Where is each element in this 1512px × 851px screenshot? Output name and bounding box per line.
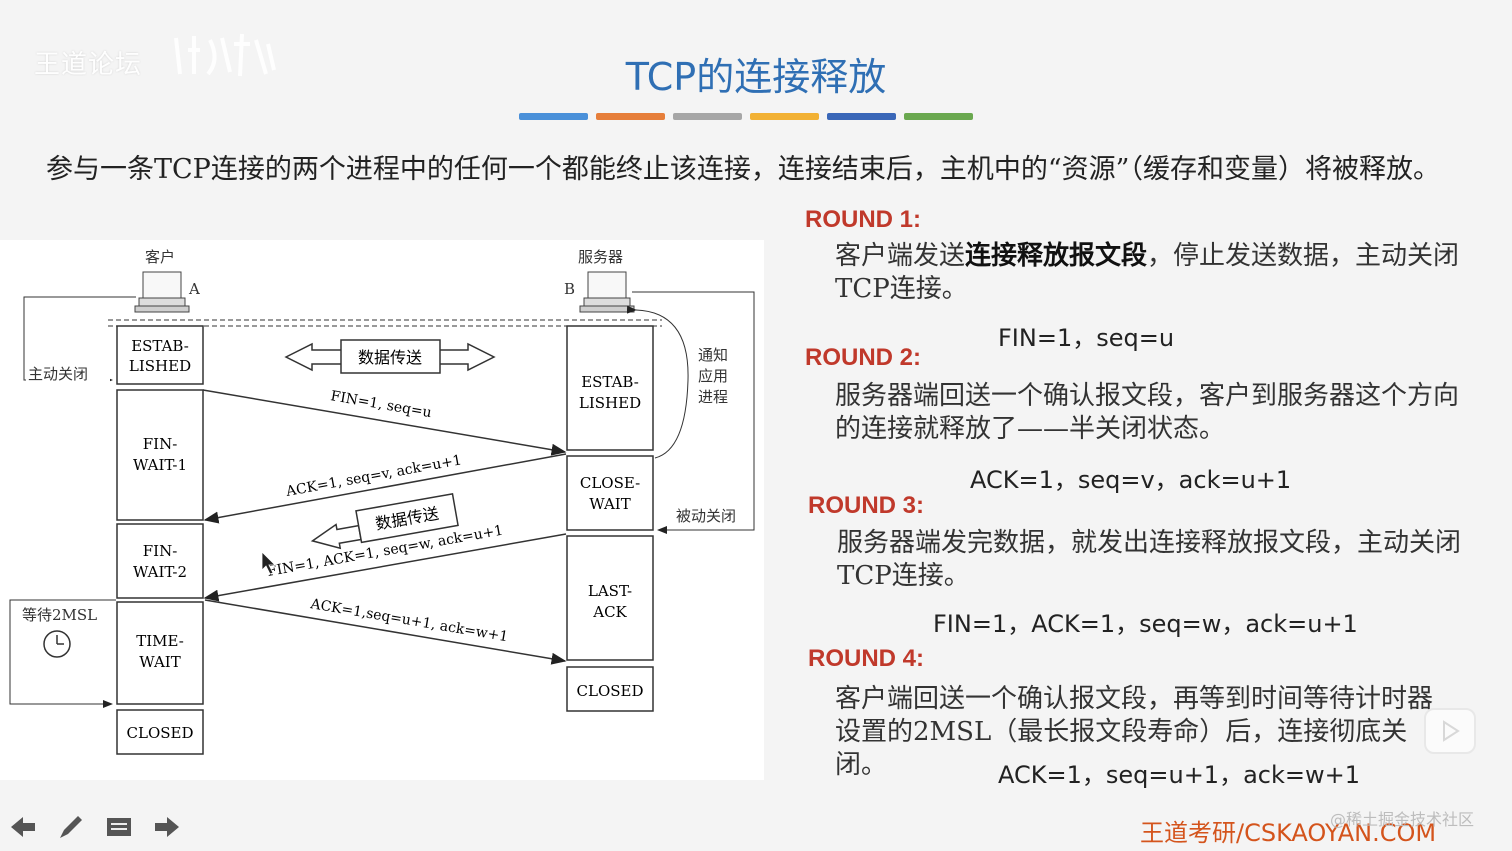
round-2-heading: ROUND 2:	[805, 344, 922, 371]
juejin-watermark: @稀土掘金技术社区	[1330, 810, 1475, 829]
client-state-time-wait-2: WAIT	[139, 653, 180, 671]
prev-slide-button[interactable]	[8, 812, 38, 842]
active-close-label: 主动关闭	[28, 365, 88, 383]
title-color-bar-2	[673, 113, 742, 120]
title-color-bar-1	[596, 113, 665, 120]
slide-navigation	[8, 812, 182, 842]
data-transfer-label: 数据传送	[358, 348, 422, 367]
pen-icon	[60, 816, 82, 838]
msg-fin-ack-arrow	[203, 533, 567, 602]
round-4-text: 客户端回送一个确认报文段，再等到时间等待计时器设置的2MSL（最长报文段寿命）后…	[835, 684, 1434, 780]
watermark-logo: 王道论坛	[34, 50, 143, 80]
clock-icon	[43, 630, 71, 658]
arrow-left-icon	[11, 817, 35, 837]
half-close-data-transfer-arrow: 数据传送	[310, 493, 459, 550]
footer-brand: 王道考研/CSKAOYAN.COM	[1140, 819, 1437, 847]
client-state-time-wait: TIME-	[136, 632, 184, 650]
title-color-bar-4	[827, 113, 896, 120]
client-state-fin-wait-1-2: WAIT-1	[133, 456, 187, 474]
server-state-established: ESTAB-	[581, 373, 639, 391]
notify-app-label-2: 应用	[698, 367, 728, 385]
round-1-text-bold: 连接释放报文段	[965, 241, 1148, 271]
wait-2msl-label: 等待2MSL	[22, 606, 97, 624]
round-1-text-before: 客户端发送	[835, 241, 966, 271]
msg-ack-label: ACK=1, seq=v, ack=u+1	[284, 452, 463, 500]
mouse-cursor-icon	[261, 551, 276, 575]
server-state-closed: CLOSED	[577, 682, 644, 700]
msg-final-ack-arrow	[204, 599, 567, 665]
msg-ack-arrow	[203, 453, 567, 524]
client-state-established: ESTAB-	[131, 337, 189, 355]
client-computer-icon	[134, 271, 190, 313]
title-color-bar-0	[519, 113, 588, 120]
title-color-bar-3	[750, 113, 819, 120]
intro-paragraph: 参与一条TCP连接的两个进程中的任何一个都能终止该连接，连接结束后，主机中的“资…	[46, 154, 1440, 185]
play-icon[interactable]	[1424, 708, 1476, 754]
data-transfer-double-arrow	[284, 339, 496, 374]
client-letter: A	[188, 280, 200, 298]
client-state-established-2: LISHED	[129, 357, 191, 375]
server-state-last-ack-2: ACK	[592, 603, 627, 621]
server-state-last-ack: LAST-	[588, 582, 632, 600]
round-1-heading: ROUND 1:	[805, 206, 922, 233]
title-color-bars	[519, 113, 973, 120]
server-state-close-wait-2: WAIT	[589, 495, 630, 513]
notify-app-label-1: 通知	[698, 346, 728, 364]
slide-title: TCP的连接释放	[625, 55, 887, 99]
round-3-text: 服务器端发完数据，就发出连接释放报文段，主动关闭TCP连接。	[837, 528, 1462, 591]
client-state-closed: CLOSED	[127, 724, 194, 742]
msg-fin-label: FIN=1, seq=u	[329, 388, 432, 421]
server-computer-icon	[579, 271, 635, 313]
tcp-release-diagram: 客户 服务器 A B 主动关闭 等待2MSL ESTAB- LISHED FIN…	[0, 240, 764, 780]
server-letter: B	[564, 280, 575, 298]
notify-app-label-3: 进程	[698, 388, 728, 406]
client-state-fin-wait-2: FIN-	[143, 542, 178, 560]
client-state-fin-wait-2-2: WAIT-2	[133, 563, 187, 581]
round-1-formula: FIN=1，seq=u	[998, 324, 1175, 352]
round-2-text: 服务器端回送一个确认报文段，客户到服务器这个方向的连接就释放了——半关闭状态。	[835, 381, 1460, 444]
title-color-bar-5	[904, 113, 973, 120]
round-1-text: 客户端发送连接释放报文段，停止发送数据，主动关闭TCP连接。	[835, 240, 1475, 306]
pen-tool-button[interactable]	[56, 812, 86, 842]
server-state-close-wait: CLOSE-	[580, 474, 640, 492]
msg-fin-arrow	[202, 389, 567, 456]
server-label: 服务器	[578, 248, 623, 266]
round-3-heading: ROUND 3:	[808, 492, 925, 519]
next-slide-button[interactable]	[152, 812, 182, 842]
watermark-brush-art	[174, 33, 276, 77]
passive-close-label: 被动关闭	[676, 507, 736, 525]
menu-icon	[107, 818, 131, 836]
server-state-established-2: LISHED	[579, 394, 641, 412]
round-4-heading: ROUND 4:	[808, 645, 925, 672]
round-3-formula: FIN=1，ACK=1，seq=w，ack=u+1	[933, 610, 1358, 638]
round-2-formula: ACK=1，seq=v，ack=u+1	[970, 466, 1292, 494]
msg-final-ack-label: ACK=1,seq=u+1, ack=w+1	[308, 596, 509, 645]
slide-menu-button[interactable]	[104, 812, 134, 842]
round-4-formula: ACK=1，seq=u+1，ack=w+1	[998, 761, 1360, 789]
client-state-fin-wait-1: FIN-	[143, 435, 178, 453]
arrow-right-icon	[155, 817, 179, 837]
client-label: 客户	[145, 248, 175, 266]
round-1-text-after: ，停止发送数据，主动关闭TCP连接。	[835, 241, 1460, 304]
